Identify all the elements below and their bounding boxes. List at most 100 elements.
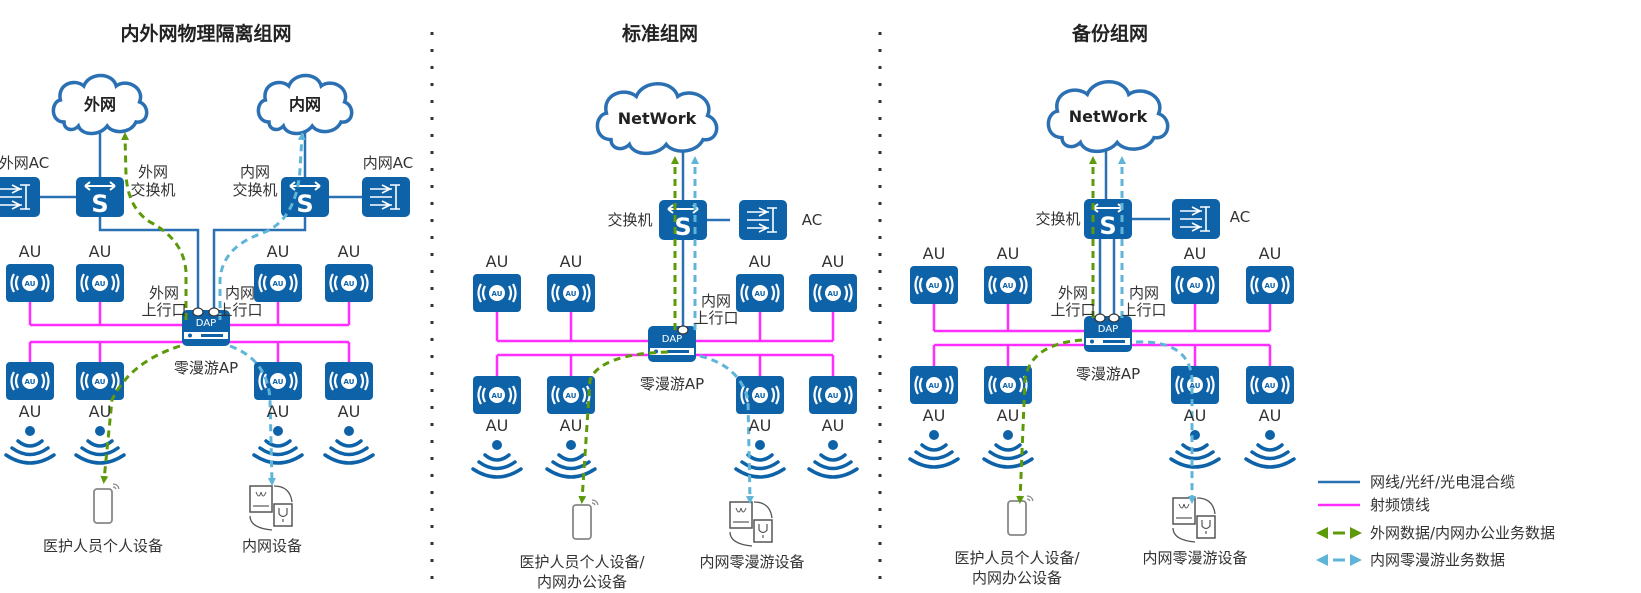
inner-data-flow bbox=[699, 354, 754, 504]
stethoscope-card bbox=[753, 519, 773, 543]
xray-monitor bbox=[249, 485, 273, 513]
au-badge-text: AU bbox=[566, 290, 577, 298]
wifi-arcs bbox=[545, 453, 597, 479]
au-badge bbox=[926, 377, 942, 393]
zero-roaming-ap-label: 零漫游AP bbox=[1076, 365, 1140, 383]
ac-label: AC bbox=[1230, 208, 1250, 226]
au-unit-icon: AU bbox=[984, 366, 1032, 404]
au-badge-text: AU bbox=[492, 392, 503, 400]
dap-led bbox=[1090, 339, 1094, 344]
au-label: AU bbox=[89, 242, 112, 261]
au-badge-text: AU bbox=[755, 290, 766, 298]
au-badge-text: AU bbox=[25, 378, 36, 386]
uplink-label: 上行口 bbox=[217, 301, 262, 319]
phone-body bbox=[93, 488, 113, 524]
switch-s-glyph: S bbox=[674, 213, 691, 241]
au-unit-icon: AU bbox=[1171, 366, 1219, 404]
ac-glyph bbox=[747, 207, 777, 233]
au-badge bbox=[563, 387, 579, 403]
xray-monitor bbox=[729, 501, 753, 529]
au-unit-icon: AU bbox=[6, 362, 54, 400]
switch-label: 交换机 bbox=[232, 181, 277, 199]
inner-data-flow bbox=[1135, 340, 1196, 504]
au-badge-text: AU bbox=[1190, 382, 1201, 390]
endpoint-label: 内网零漫游设备 bbox=[1142, 549, 1247, 567]
wifi-dot bbox=[1265, 430, 1275, 440]
au-label: AU bbox=[19, 242, 42, 261]
medical-device-icon bbox=[729, 501, 773, 547]
au-unit-icon: AU bbox=[325, 264, 373, 302]
ac-glyph bbox=[370, 184, 400, 210]
au-badge bbox=[1187, 277, 1203, 293]
radio-waves-icon bbox=[477, 385, 517, 405]
au-label: AU bbox=[267, 402, 290, 421]
au-badge bbox=[752, 285, 768, 301]
dap-bar bbox=[667, 350, 689, 353]
au-unit-icon: AU bbox=[984, 266, 1032, 304]
switch-label: 内网 bbox=[240, 163, 270, 181]
au-badge bbox=[825, 285, 841, 301]
cloud-outline bbox=[51, 73, 149, 136]
wifi-signal-icon bbox=[323, 426, 375, 465]
au-label: AU bbox=[1259, 406, 1282, 425]
signal-icon bbox=[1026, 495, 1034, 502]
uplink-port-icon bbox=[1094, 313, 1106, 323]
dap-bar bbox=[201, 334, 223, 337]
dap-label: DAP bbox=[196, 318, 216, 329]
au-badge-text: AU bbox=[929, 382, 940, 390]
switch-s-glyph: S bbox=[296, 190, 313, 218]
signal-icon bbox=[591, 499, 599, 506]
wifi-arcs bbox=[1244, 443, 1296, 469]
switch-icon: S bbox=[1084, 199, 1132, 240]
wifi-arcs bbox=[74, 439, 126, 465]
au-badge-text: AU bbox=[1190, 282, 1201, 290]
ac-controller-icon bbox=[362, 177, 410, 217]
au-badge bbox=[92, 275, 108, 291]
au-unit-icon: AU bbox=[1246, 366, 1294, 404]
wifi-arcs bbox=[807, 453, 859, 479]
ac-controller-icon bbox=[0, 177, 40, 217]
outer-data-flow bbox=[121, 132, 188, 320]
cable-line bbox=[98, 217, 200, 312]
au-unit-icon: AU bbox=[76, 264, 124, 302]
radio-waves-icon bbox=[258, 371, 298, 391]
lungs-glyph bbox=[255, 491, 267, 497]
outer-data-flow bbox=[578, 350, 669, 504]
dap-label: DAP bbox=[662, 334, 682, 345]
au-unit-icon: AU bbox=[76, 362, 124, 400]
endpoint-label: 内网设备 bbox=[242, 537, 302, 555]
switch-s-glyph: S bbox=[91, 190, 108, 218]
au-badge bbox=[563, 285, 579, 301]
au-label: AU bbox=[923, 406, 946, 425]
lungs-glyph bbox=[1178, 503, 1190, 509]
au-badge-text: AU bbox=[95, 280, 106, 288]
au-label: AU bbox=[338, 242, 361, 261]
stethoscope-icon bbox=[1201, 520, 1211, 534]
cycle-arrow bbox=[1196, 497, 1216, 515]
au-badge bbox=[341, 373, 357, 389]
au-badge bbox=[1262, 377, 1278, 393]
au-badge-text: AU bbox=[1003, 282, 1014, 290]
au-label: AU bbox=[1184, 244, 1207, 263]
radio-waves-icon bbox=[10, 371, 50, 391]
au-label: AU bbox=[749, 252, 772, 271]
radio-waves-icon bbox=[80, 371, 120, 391]
au-badge bbox=[22, 275, 38, 291]
au-unit-icon: AU bbox=[809, 274, 857, 312]
ac-label: 内网AC bbox=[363, 154, 413, 172]
au-unit-icon: AU bbox=[254, 264, 302, 302]
switch-s-glyph: S bbox=[1099, 212, 1116, 240]
cloud-outline bbox=[1046, 80, 1170, 154]
au-label: AU bbox=[997, 244, 1020, 263]
ac-controller-icon bbox=[739, 200, 787, 240]
au-badge bbox=[22, 373, 38, 389]
au-badge-text: AU bbox=[492, 290, 503, 298]
switch-icon: S bbox=[281, 177, 329, 218]
wifi-arcs bbox=[734, 453, 786, 479]
au-label: AU bbox=[997, 406, 1020, 425]
ac-glyph bbox=[1180, 206, 1210, 232]
au-badge-text: AU bbox=[273, 280, 284, 288]
au-badge bbox=[489, 285, 505, 301]
ac-label: 外网AC bbox=[0, 154, 49, 172]
uplink-label: 上行口 bbox=[1121, 301, 1166, 319]
